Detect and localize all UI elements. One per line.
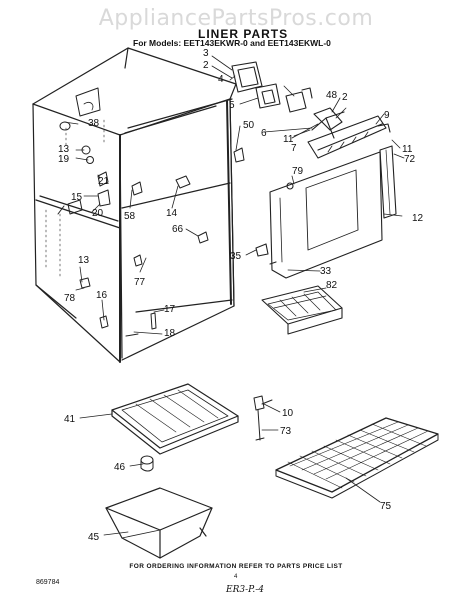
drawing-code: 869784 <box>36 579 60 586</box>
callout-77: 77 <box>134 277 146 288</box>
callout-4: 4 <box>218 74 224 85</box>
handwritten-note: ER3-P.-4 <box>226 585 264 595</box>
page-number: 4 <box>234 574 238 580</box>
callout-35: 35 <box>230 251 242 262</box>
leader-lines <box>63 55 405 536</box>
drain-channel <box>379 145 397 219</box>
callout-3: 3 <box>203 48 209 59</box>
liner-cabinet <box>32 47 237 363</box>
callout-11: 11 <box>283 134 294 145</box>
callout-9: 9 <box>384 110 390 121</box>
callout-38: 38 <box>88 118 100 129</box>
callout-73: 73 <box>280 426 292 437</box>
callout-2: 2 <box>203 60 209 71</box>
callout-15: 15 <box>71 192 83 203</box>
callout-7: 7 <box>291 143 297 154</box>
thermostat-control <box>253 395 273 441</box>
model-numbers: For Models: EET143EKWR-0 and EET143EKWL-… <box>133 38 331 48</box>
callout-6: 6 <box>261 128 267 139</box>
control-knob <box>140 455 154 472</box>
callout-2-fan: 2 <box>342 92 348 103</box>
cabinet-small-parts <box>57 121 245 337</box>
drip-tray <box>111 383 239 455</box>
callout-48: 48 <box>326 90 338 101</box>
callout-17: 17 <box>164 304 176 315</box>
callout-5: 5 <box>229 100 235 111</box>
callout-13: 13 <box>58 144 70 155</box>
ordering-note: FOR ORDERING INFORMATION REFER TO PARTS … <box>129 563 343 570</box>
callout-13-lower: 13 <box>78 255 90 266</box>
callout-50: 50 <box>243 120 255 131</box>
callout-21: 21 <box>98 176 110 187</box>
callout-82: 82 <box>326 280 338 291</box>
callout-66: 66 <box>172 224 184 235</box>
vent-assembly <box>231 61 313 113</box>
callout-10: 10 <box>282 408 294 419</box>
callout-33: 33 <box>320 266 332 277</box>
callout-58: 58 <box>124 211 136 222</box>
callout-72: 72 <box>404 154 416 165</box>
callout-45: 45 <box>88 532 100 543</box>
callout-11-right: 11 <box>402 144 413 155</box>
callout-41: 41 <box>64 414 76 425</box>
callout-46: 46 <box>114 462 126 473</box>
wire-shelf <box>275 417 439 499</box>
callout-18: 18 <box>164 328 176 339</box>
callout-19: 19 <box>58 154 70 165</box>
callout-16: 16 <box>96 290 108 301</box>
callout-20: 20 <box>92 208 104 219</box>
page-title: LINER PARTS <box>198 27 289 41</box>
callout-12: 12 <box>412 213 424 224</box>
callout-78: 78 <box>64 293 76 304</box>
callout-79: 79 <box>292 166 304 177</box>
evaporator-cover <box>255 151 383 279</box>
fan-assembly <box>307 107 391 159</box>
ice-cube-tray <box>261 285 343 335</box>
watermark: AppliancePartsPros.com <box>98 6 374 31</box>
callout-numbers: 3 2 4 5 48 2 50 6 11 7 9 11 72 38 13 19 … <box>58 48 424 543</box>
callout-75: 75 <box>380 501 392 512</box>
callout-14: 14 <box>166 208 178 219</box>
crisper-pan <box>105 487 213 559</box>
